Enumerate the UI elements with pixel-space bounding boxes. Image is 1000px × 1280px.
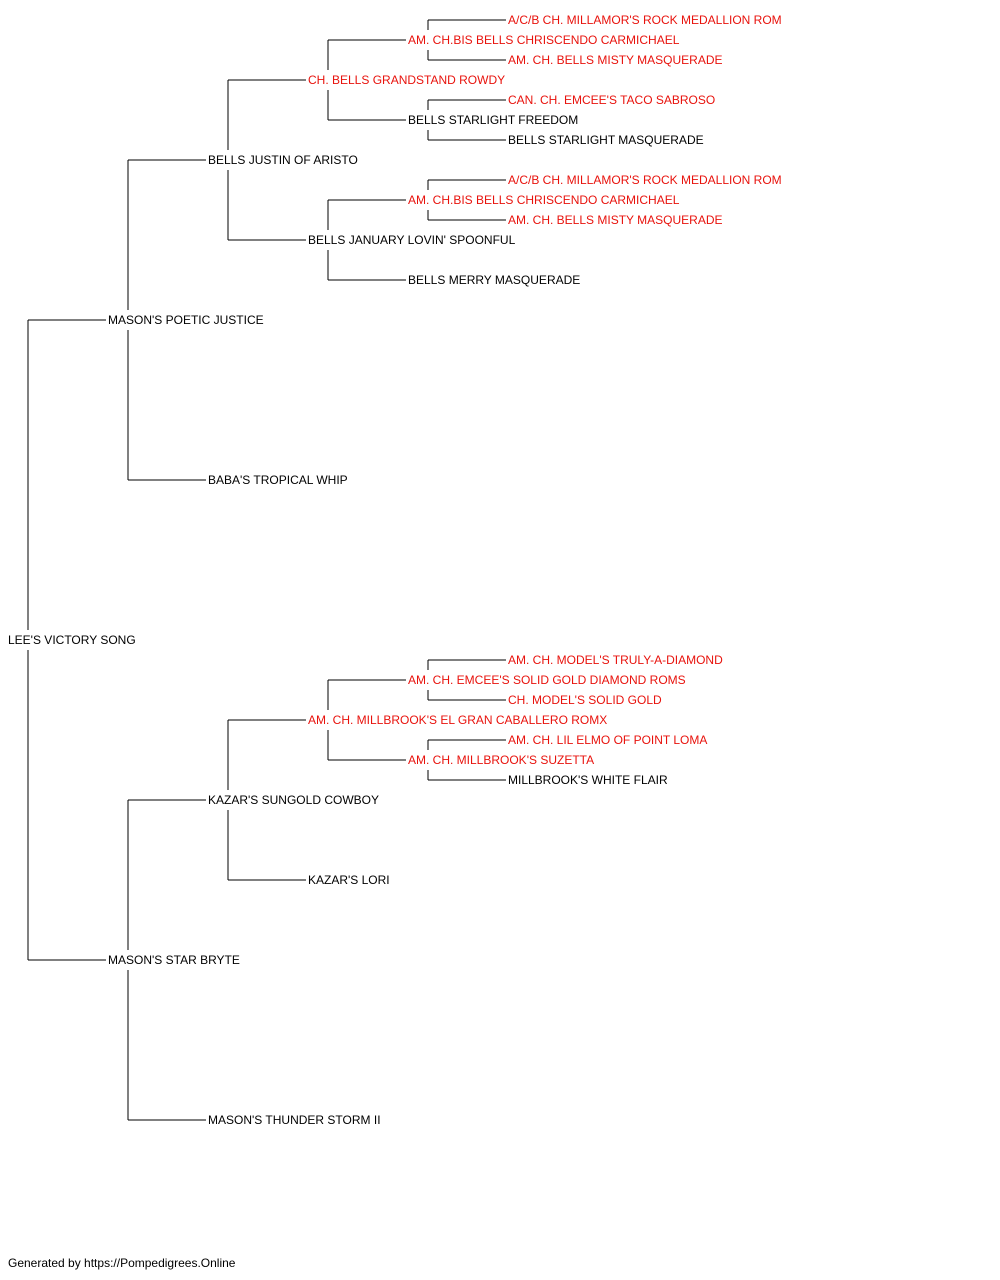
dog-name-a-c-b-ch-millamor-s-rock-medallion-rom[interactable]: A/C/B CH. MILLAMOR'S ROCK MEDALLION ROM	[508, 13, 782, 27]
dog-name-a-c-b-ch-millamor-s-rock-medallion-rom[interactable]: A/C/B CH. MILLAMOR'S ROCK MEDALLION ROM	[508, 173, 782, 187]
dog-name-can-ch-emcee-s-taco-sabroso[interactable]: CAN. CH. EMCEE'S TACO SABROSO	[508, 93, 715, 107]
dog-name-bells-january-lovin-spoonful[interactable]: BELLS JANUARY LOVIN' SPOONFUL	[308, 233, 516, 247]
dog-name-baba-s-tropical-whip[interactable]: BABA'S TROPICAL WHIP	[208, 473, 348, 487]
dog-name-am-ch-lil-elmo-of-point-loma[interactable]: AM. CH. LIL ELMO OF POINT LOMA	[508, 733, 707, 747]
dog-name-am-ch-bis-bells-chriscendo-carmichael[interactable]: AM. CH.BIS BELLS CHRISCENDO CARMICHAEL	[408, 33, 680, 47]
dog-name-am-ch-millbrook-s-el-gran-caballero-romx[interactable]: AM. CH. MILLBROOK'S EL GRAN CABALLERO RO…	[308, 713, 607, 727]
dog-name-bells-starlight-masquerade[interactable]: BELLS STARLIGHT MASQUERADE	[508, 133, 704, 147]
dog-name-am-ch-bis-bells-chriscendo-carmichael[interactable]: AM. CH.BIS BELLS CHRISCENDO CARMICHAEL	[408, 193, 680, 207]
dog-name-mason-s-thunder-storm-ii[interactable]: MASON'S THUNDER STORM II	[208, 1113, 381, 1127]
dog-name-am-ch-bells-misty-masquerade[interactable]: AM. CH. BELLS MISTY MASQUERADE	[508, 213, 723, 227]
dog-name-am-ch-bells-misty-masquerade[interactable]: AM. CH. BELLS MISTY MASQUERADE	[508, 53, 723, 67]
dog-name-kazar-s-sungold-cowboy[interactable]: KAZAR'S SUNGOLD COWBOY	[208, 793, 379, 807]
dog-name-ch-model-s-solid-gold[interactable]: CH. MODEL'S SOLID GOLD	[508, 693, 662, 707]
dog-name-mason-s-poetic-justice[interactable]: MASON'S POETIC JUSTICE	[108, 313, 264, 327]
dog-name-bells-starlight-freedom[interactable]: BELLS STARLIGHT FREEDOM	[408, 113, 578, 127]
dog-name-mason-s-star-bryte[interactable]: MASON'S STAR BRYTE	[108, 953, 240, 967]
dog-name-am-ch-emcee-s-solid-gold-diamond-roms[interactable]: AM. CH. EMCEE'S SOLID GOLD DIAMOND ROMS	[408, 673, 686, 687]
dog-name-ch-bells-grandstand-rowdy[interactable]: CH. BELLS GRANDSTAND ROWDY	[308, 73, 505, 87]
pedigree-tree: LEE'S VICTORY SONG MASON'S POETIC JUSTICE…	[8, 13, 782, 1127]
dog-name-millbrook-s-white-flair[interactable]: MILLBROOK'S WHITE FLAIR	[508, 773, 668, 787]
dog-name-am-ch-model-s-truly-a-diamond[interactable]: AM. CH. MODEL'S TRULY-A-DIAMOND	[508, 653, 723, 667]
dog-name-bells-merry-masquerade[interactable]: BELLS MERRY MASQUERADE	[408, 273, 580, 287]
dog-name-bells-justin-of-aristo[interactable]: BELLS JUSTIN OF ARISTO	[208, 153, 358, 167]
footer-credit: Generated by https://Pompedigrees.Online	[8, 1256, 236, 1270]
dog-name-am-ch-millbrook-s-suzetta[interactable]: AM. CH. MILLBROOK'S SUZETTA	[408, 753, 594, 767]
dog-name-kazar-s-lori[interactable]: KAZAR'S LORI	[308, 873, 390, 887]
dog-name-lee-s-victory-song[interactable]: LEE'S VICTORY SONG	[8, 633, 136, 647]
